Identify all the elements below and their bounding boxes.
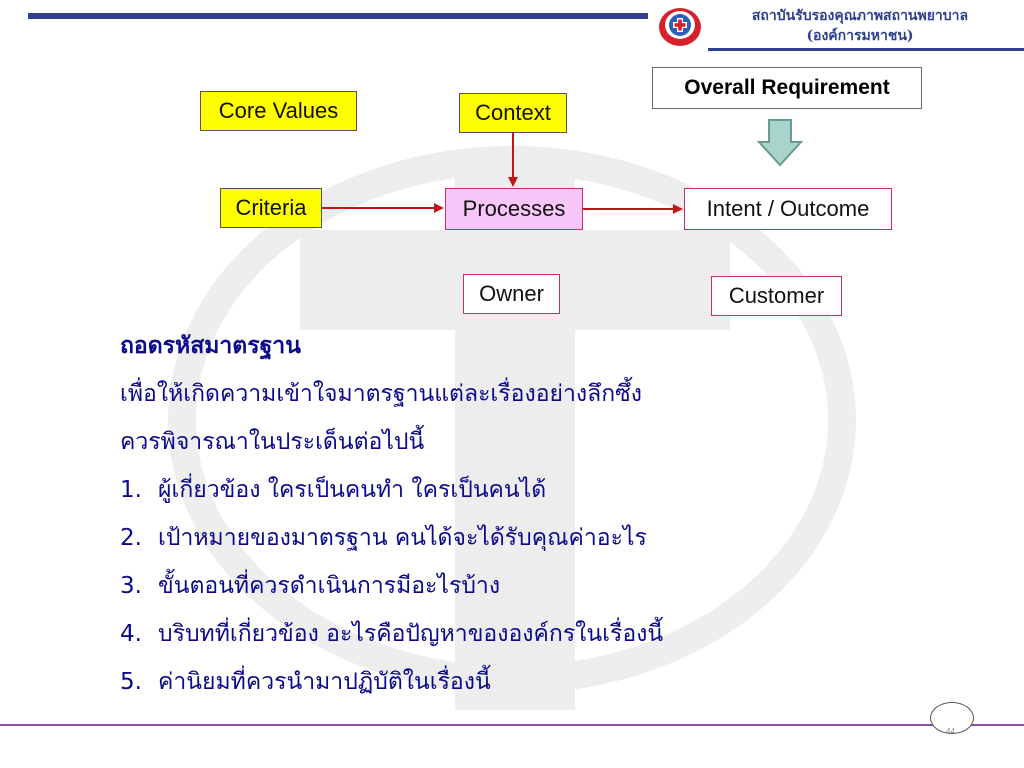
body-text: ถอดรหัสมาตรฐาน เพื่อให้เกิดความเข้าใจมาต… [120, 322, 940, 706]
section-heading: ถอดรหัสมาตรฐาน [120, 333, 301, 359]
list-item-text: บริบทที่เกี่ยวข้อง อะไรคือปัญหาขององค์กร… [158, 621, 664, 647]
organization-subtitle: (องค์การมหาชน) [806, 28, 914, 44]
core-values-box: Core Values [200, 91, 357, 131]
list-item-text: ผู้เกี่ยวข้อง ใครเป็นคนทำ ใครเป็นคนได้ [158, 477, 547, 503]
list-item-number: 5. [120, 669, 142, 695]
footer-line [0, 724, 1024, 726]
list-item-number: 4. [120, 621, 142, 647]
list-item: 3. ขั้นตอนที่ควรดำเนินการมีอะไรบ้าง [120, 562, 940, 610]
list-item-number: 2. [120, 525, 142, 551]
processes-box: Processes [445, 188, 583, 230]
intro-line-2: ควรพิจารณาในประเด็นต่อไปนี้ [120, 429, 425, 455]
page-number-badge [930, 702, 974, 734]
list-item: 2. เป้าหมายของมาตรฐาน คนได้จะได้รับคุณค่า… [120, 514, 940, 562]
list-item: 5. ค่านิยมที่ควรนำมาปฏิบัติในเรื่องนี้ [120, 658, 940, 706]
header-bar [28, 13, 648, 19]
list-item-text: ค่านิยมที่ควรนำมาปฏิบัติในเรื่องนี้ [158, 669, 491, 695]
header-underline [708, 48, 1024, 51]
list-item-text: ขั้นตอนที่ควรดำเนินการมีอะไรบ้าง [158, 573, 501, 599]
list-item-number: 3. [120, 573, 142, 599]
red-cross-logo-icon [659, 8, 701, 46]
intro-line-1: เพื่อให้เกิดความเข้าใจมาตรฐานแต่ละเรื่อง… [120, 381, 642, 407]
down-arrow-icon [756, 119, 804, 167]
list-item-text: เป้าหมายของมาตรฐาน คนได้จะได้รับคุณค่าอะ… [158, 525, 647, 551]
organization-name: สถาบันรับรองคุณภาพสถานพยาบาล [751, 8, 969, 24]
page-number: 44 [946, 727, 955, 736]
owner-box: Owner [463, 274, 560, 314]
customer-box: Customer [711, 276, 842, 316]
intent-outcome-box: Intent / Outcome [684, 188, 892, 230]
list-item-number: 1. [120, 477, 142, 503]
list-item: 4. บริบทที่เกี่ยวข้อง อะไรคือปัญหาขององค์… [120, 610, 940, 658]
context-box: Context [459, 93, 567, 133]
list-item: 1. ผู้เกี่ยวข้อง ใครเป็นคนทำ ใครเป็นคนได้ [120, 466, 940, 514]
overall-requirement-box: Overall Requirement [652, 67, 922, 109]
criteria-box: Criteria [220, 188, 322, 228]
